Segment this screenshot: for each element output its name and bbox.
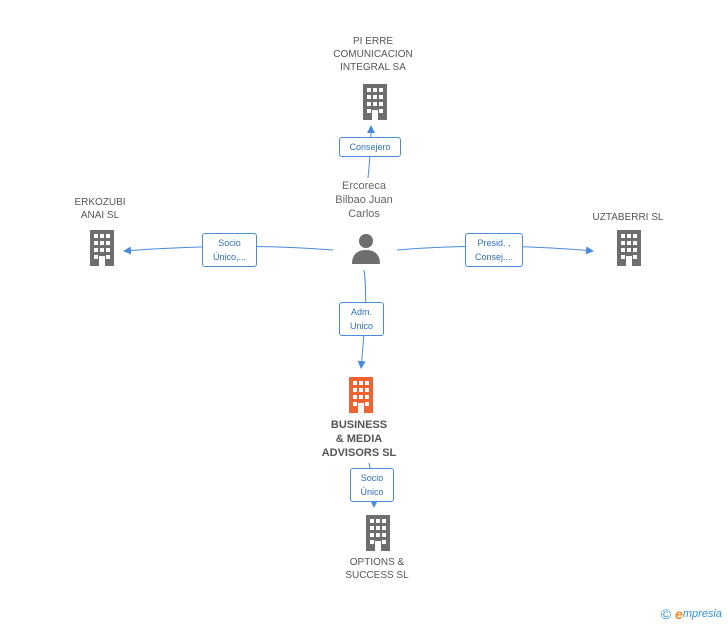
- building-icon[interactable]: [362, 515, 394, 551]
- copyright-icon: ©: [660, 606, 672, 622]
- edge-label-presid-consej[interactable]: Presid. , Consej....: [465, 233, 523, 267]
- node-label-right[interactable]: UZTABERRI SL: [592, 212, 664, 223]
- node-label-bottom[interactable]: OPTIONS & SUCCESS SL: [345, 557, 409, 581]
- building-icon[interactable]: [613, 230, 645, 266]
- brand-name: mpresia: [682, 608, 722, 620]
- brand-initial: e: [675, 606, 683, 622]
- edge-label-adm-unico[interactable]: Adm. Unico: [339, 302, 384, 336]
- building-icon-main[interactable]: [345, 377, 377, 413]
- building-icon[interactable]: [86, 230, 118, 266]
- node-label-center[interactable]: Ercoreca Bilbao Juan Carlos: [335, 180, 393, 220]
- node-label-main[interactable]: BUSINESS & MEDIA ADVISORS SL: [321, 419, 397, 459]
- building-icon[interactable]: [359, 84, 391, 120]
- node-label-left[interactable]: ERKOZUBI ANAI SL: [74, 197, 126, 221]
- edge-label-consejero[interactable]: Consejero: [339, 137, 401, 157]
- brand-footer: © e mpresia: [661, 606, 722, 622]
- person-icon[interactable]: [351, 233, 381, 265]
- edge-label-socio-unico-bottom[interactable]: Socio Único: [350, 468, 394, 502]
- edge-label-socio-unico-left[interactable]: Socio Único,...: [202, 233, 257, 267]
- node-label-top[interactable]: PI ERRE COMUNICACION INTEGRAL SA: [333, 36, 413, 73]
